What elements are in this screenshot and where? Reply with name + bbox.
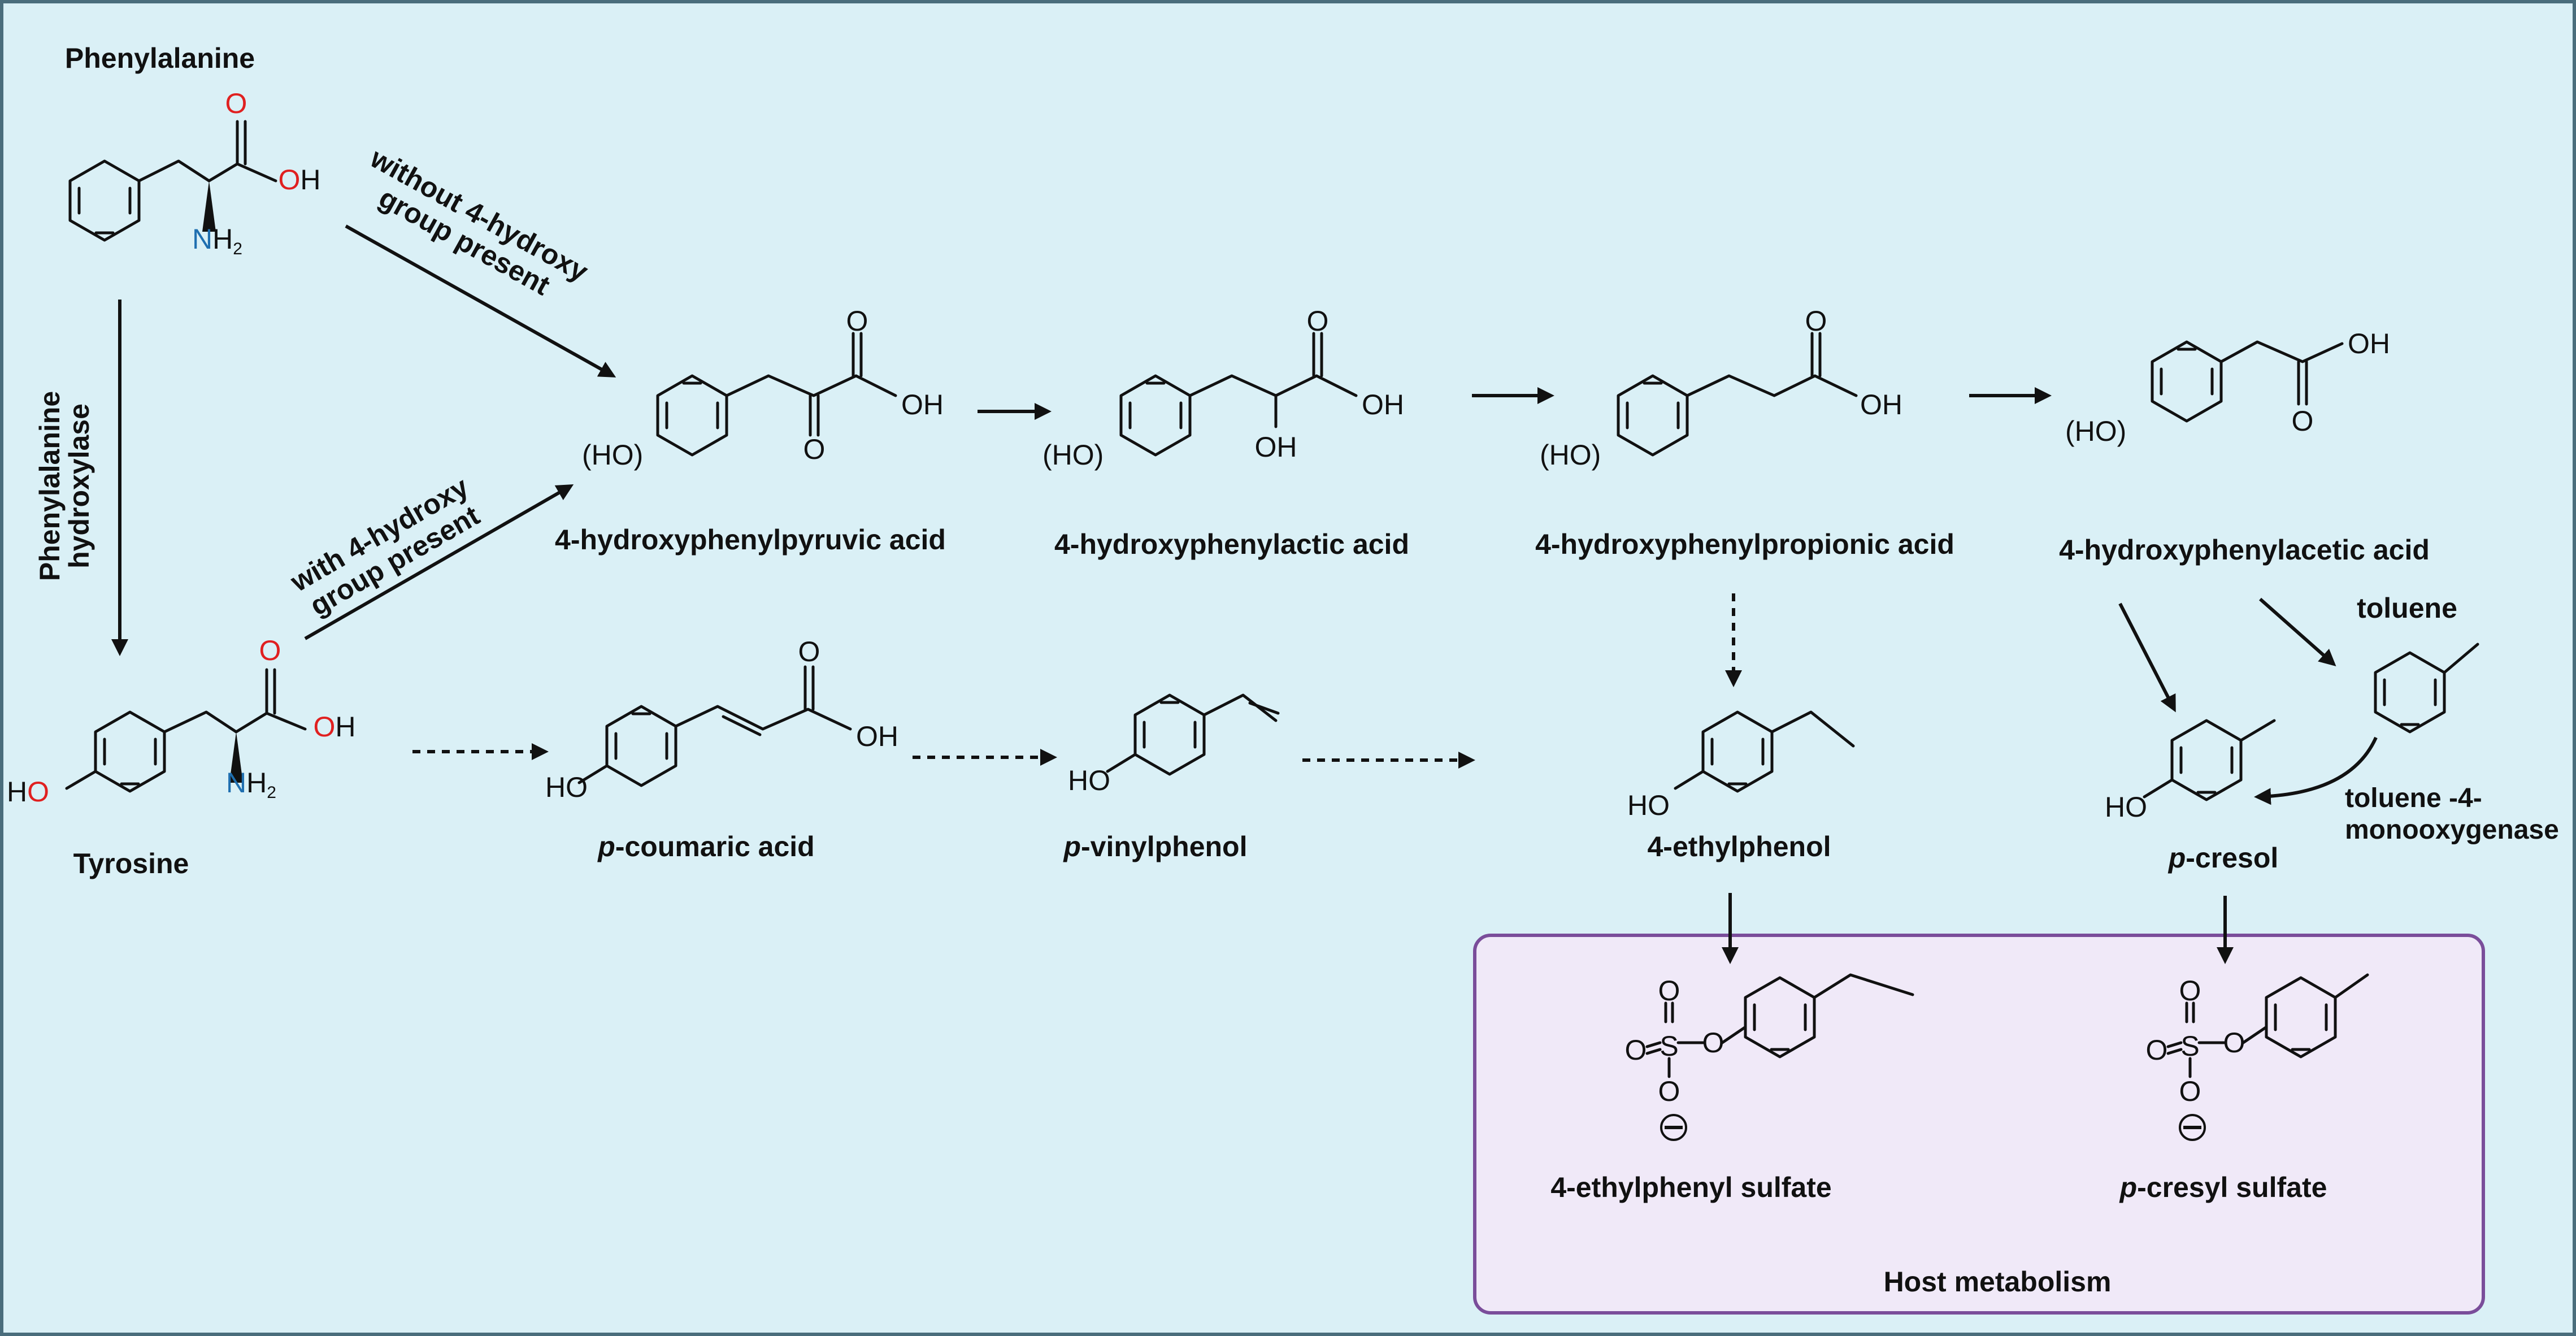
atom-oxygen: O [2179,975,2201,1007]
atom-oxygen: O [2292,405,2314,437]
atom-hydroxyl: OH [856,721,898,752]
atom-oxygen: O [259,635,281,666]
ethylphenol-label: 4-ethylphenol [1647,831,1831,862]
atom-oxygen: O [798,636,820,667]
atom-oxygen: O [2146,1034,2168,1066]
cresyl-sulfate-label: p-cresyl sulfate [2119,1172,2327,1203]
atom-oxygen: O [1702,1027,1724,1059]
atom-oxygen: O [1658,975,1680,1007]
atom-amine: NH2 [192,223,242,258]
hplactic-label: 4-hydroxyphenylactic acid [1054,528,1409,560]
atom-amine: NH2 [226,767,276,802]
atom-hydroxyl: OH [901,389,944,420]
with-arrow [304,484,574,640]
ethylphenyl-sulfate-label: 4-ethylphenyl sulfate [1550,1172,1831,1203]
vinylphenol-label: p-vinylphenol [1062,831,1247,862]
ethylphenyl-sulfate-structure [1645,973,1914,1141]
atom-oxygen: O [225,88,247,119]
without-condition-label: without 4-hydroxygroup present [350,142,593,315]
atom-hydroxyl: OH [313,711,355,743]
atom-sulfur: S [2180,1030,2199,1062]
atom-oxygen: O [2179,1075,2201,1107]
host-metabolism-box [1473,934,2485,1315]
atom-hydroxyl: OH [2348,328,2390,359]
atom-oxygen: O [846,305,868,337]
hppyruvic-label: 4-hydroxyphenylpyruvic acid [555,524,946,556]
atom-oxygen: O [2223,1027,2245,1059]
enzyme-label-pah: Phenylalaninehydroxylase [34,391,95,581]
arrow-toluene-to-cresol [2254,736,2378,805]
with-condition-label: with 4-hydroxygroup present [285,471,489,624]
atom-oxygen: O [803,433,826,465]
atom-oxygen: O [1658,1075,1680,1107]
atom-sulfur: S [1660,1030,1678,1062]
atom-hydroxyl: HO [545,771,588,803]
vinylphenol-structure [1106,693,1280,776]
ethylphenol-structure [1674,710,1855,793]
phenylalanine-structure [68,120,277,242]
toluene-structure [2374,643,2479,734]
atom-hydroxyl: OH [1860,389,1902,420]
hplactic-structure [1119,332,1358,457]
hppropionic-label: 4-hydroxyphenylpropionic acid [1535,528,1954,560]
atom-hydroxyl: OH [278,164,320,196]
atom-hydroxyl: OH [1362,389,1404,420]
tyrosine-structure [65,668,307,793]
cresol-structure [2143,719,2276,801]
arrow-acetic-to-toluene [2259,597,2336,666]
atom-hydroxyl-optional: (HO) [2065,415,2126,447]
coumaric-label: p-coumaric acid [597,831,814,862]
without-arrow [345,224,616,378]
hpacetic-structure [2151,340,2344,423]
toluene-label: toluene [2357,592,2457,624]
coumaric-structure [577,665,852,787]
hpacetic-label: 4-hydroxyphenylacetic acid [2059,534,2430,566]
atom-hydroxyl: HO [1068,765,1110,796]
atom-oxygen: O [1625,1034,1647,1066]
cresol-label: p-cresol [2167,842,2279,874]
atom-hydroxyl-ring: HO [7,776,49,808]
atom-hydroxyl-optional: (HO) [1042,439,1104,471]
hppropionic-structure [1617,332,1858,457]
atom-hydroxyl: OH [1255,431,1297,463]
atom-oxygen: O [1805,305,1827,337]
cresyl-sulfate-structure [2166,973,2369,1141]
atom-hydroxyl: HO [2105,791,2147,823]
phenylalanine-label: Phenylalanine [65,42,255,74]
host-metabolism-label: Host metabolism [1884,1266,2112,1298]
enzyme-label-tmo: toluene -4-monooxygenase [2345,783,2559,845]
atom-hydroxyl-optional: (HO) [1540,439,1601,471]
atom-oxygen: O [1307,305,1329,337]
hppyruvic-structure [656,332,897,457]
atom-hydroxyl-optional: (HO) [582,439,643,471]
atom-hydroxyl: HO [1627,790,1670,821]
arrow-acetic-to-cresol [2118,602,2176,713]
tyrosine-label: Tyrosine [73,848,189,879]
